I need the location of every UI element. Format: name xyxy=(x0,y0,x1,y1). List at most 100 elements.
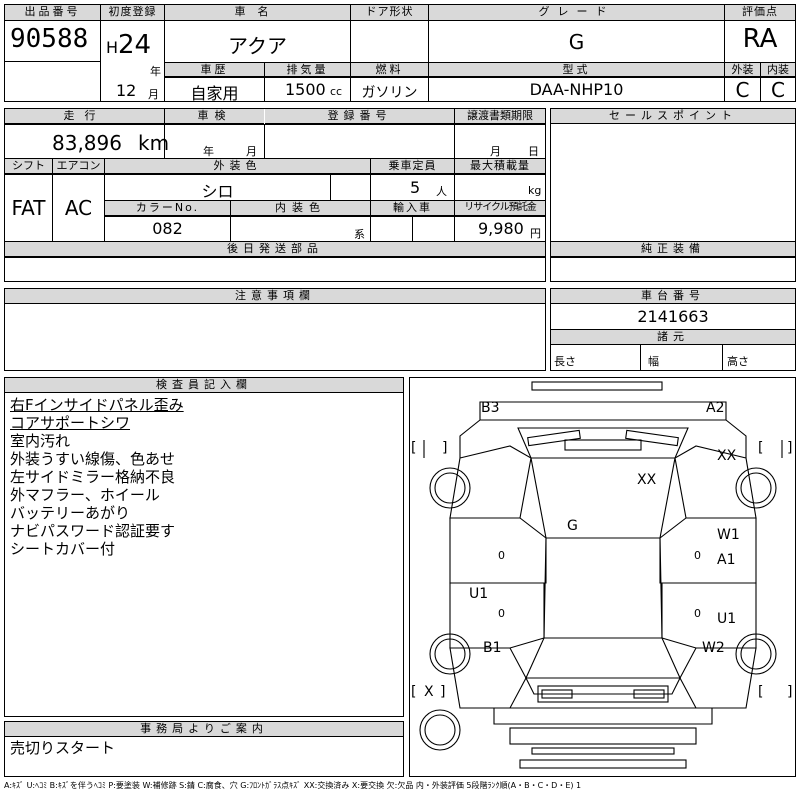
car-diagram-section xyxy=(409,377,796,777)
mileage-unit: km xyxy=(138,131,170,155)
registration-month: 12 xyxy=(116,81,137,100)
month-unit: 月 xyxy=(148,88,159,101)
specs-label: 諸元 xyxy=(551,330,795,345)
inspection-year-unit: 年 xyxy=(203,145,214,158)
displacement-unit: cc xyxy=(330,85,343,98)
chassis-label: 車台番号 xyxy=(551,289,795,304)
diagram-label-u1-left: U1 xyxy=(469,586,489,602)
grade: G xyxy=(568,30,585,54)
diagram-label-w2: W2 xyxy=(702,640,725,656)
inspection-month-unit: 月 xyxy=(246,145,257,158)
bracket-left-bottom: [ xyxy=(411,684,417,700)
interior-color-unit: 系 xyxy=(354,228,365,241)
inspector-note: 外マフラー、ホイール xyxy=(10,486,160,504)
era: H xyxy=(106,38,119,57)
diagram-label-xx-right: XX xyxy=(717,448,737,464)
history-label: 車歴 xyxy=(165,63,264,77)
mileage: 83,896 xyxy=(52,131,122,155)
diagram-label-w1: W1 xyxy=(717,527,740,543)
capacity: 5 xyxy=(410,178,421,197)
genuine-equipment-label: 純正装備 xyxy=(551,242,795,257)
car-body-diagram xyxy=(419,381,783,769)
inspector-note: ナビパスワード認証要す xyxy=(10,522,176,540)
office-notice-label: 事務局よりご案内 xyxy=(5,722,403,737)
recycle-unit: 円 xyxy=(530,227,541,240)
grade-label: グレード xyxy=(429,5,724,21)
interior-label: 内装 xyxy=(761,63,795,77)
fuel: ガソリン xyxy=(361,85,418,101)
mileage-label: 走行 xyxy=(5,109,164,124)
office-message: 売切りスタート xyxy=(10,739,116,757)
sales-point-label: セールスポイント xyxy=(551,109,795,124)
capacity-label: 乗車定員 xyxy=(371,159,454,174)
diagram-zero-4: 0 xyxy=(694,607,701,620)
registration-year: 24 xyxy=(118,30,152,60)
bracket-left-top-close: ] xyxy=(442,440,448,456)
lot-number: 90588 xyxy=(10,24,89,54)
notes-section xyxy=(4,288,546,371)
shift: FAT xyxy=(11,196,46,220)
displacement: 1500 xyxy=(285,80,326,99)
max-load-label: 最大積載量 xyxy=(455,159,545,174)
sales-point-section xyxy=(550,108,796,282)
office-notice-section xyxy=(4,721,404,777)
chassis-number: 2141663 xyxy=(637,307,709,326)
score-label: 評価点 xyxy=(725,5,795,21)
diagram-label-b3: B3 xyxy=(481,400,500,416)
diagram-label-u1-right: U1 xyxy=(717,611,737,627)
bracket-right-bottom: [ xyxy=(758,684,764,700)
interior-color-label: 内装色 xyxy=(231,201,370,216)
shift-label: シフト xyxy=(5,159,52,174)
transfer-month-unit: 月 xyxy=(490,145,501,158)
fuel-label: 燃料 xyxy=(351,63,428,77)
inspector-note: 左サイドミラー格納不良 xyxy=(10,468,176,486)
inspector-note: 外装うすい線傷、色あせ xyxy=(10,450,176,468)
exterior-color-label: 外装色 xyxy=(105,159,370,174)
max-load-unit: kg xyxy=(528,184,542,197)
lot-label: 出品番号 xyxy=(5,5,100,21)
ac-label: エアコン xyxy=(53,159,104,174)
inspector-note: シートカバー付 xyxy=(10,540,116,558)
diagram-label-a1: A1 xyxy=(717,552,736,568)
header-section xyxy=(4,4,796,102)
legend-text: A:ｷｽﾞ U:ﾍｺﾐ B:ｷｽﾞを伴うﾍｺﾐ P:要塗装 W:補修跡 S:錆 … xyxy=(4,781,582,790)
bracket-left-top: [ xyxy=(411,440,417,456)
diagram-zero-2: 0 xyxy=(694,549,701,562)
inspector-note: 室内汚れ xyxy=(10,432,71,450)
inspector-note: バッテリーあがり xyxy=(10,504,131,522)
diagram-label-xx-hood: XX xyxy=(637,472,657,488)
displacement-label: 排気量 xyxy=(265,63,350,77)
diagram-label-a2: A2 xyxy=(706,400,725,416)
import-label: 輸入車 xyxy=(371,201,454,216)
model-label: 型式 xyxy=(429,63,724,77)
length-label: 長さ xyxy=(554,355,576,368)
diagram-label-x: X xyxy=(424,684,434,700)
recycle-label: リサイクル預託金 xyxy=(455,201,545,216)
bracket-left-bottom-close: ] xyxy=(440,684,446,700)
diagram-label-g: G xyxy=(567,518,578,534)
interior-score: C xyxy=(771,78,785,102)
bracket-right-top-close: ] xyxy=(787,440,793,456)
ac: AC xyxy=(64,196,93,220)
inspector-notes-list: 右Fインサイドパネル歪み コアサポートシワ 室内汚れ 外装うすい線傷、色あせ 左… xyxy=(10,396,184,558)
score: RA xyxy=(742,24,778,54)
exterior-color: シロ xyxy=(201,182,234,201)
inspector-notes-section xyxy=(4,377,404,717)
color-number: 082 xyxy=(152,219,183,238)
transfer-day-unit: 日 xyxy=(528,145,539,158)
recycle-fee: 9,980 xyxy=(478,219,524,238)
inspector-note: コアサポートシワ xyxy=(10,414,131,432)
color-number-label: カラーNo. xyxy=(105,201,230,216)
exterior-score: C xyxy=(735,78,750,102)
transfer-label: 譲渡書類期限 xyxy=(455,109,545,124)
first-registration-label: 初度登録 xyxy=(101,5,164,21)
diagram-zero-1: 0 xyxy=(498,549,505,562)
notes-label: 注意事項欄 xyxy=(5,289,545,304)
bracket-right-top: [ xyxy=(758,440,764,456)
car-name: アクア xyxy=(228,34,287,58)
capacity-unit: 人 xyxy=(436,185,447,198)
door-label: ドア形状 xyxy=(351,5,428,21)
width-label: 幅 xyxy=(648,355,659,368)
history: 自家用 xyxy=(190,84,239,103)
car-name-label: 車名 xyxy=(165,5,350,21)
